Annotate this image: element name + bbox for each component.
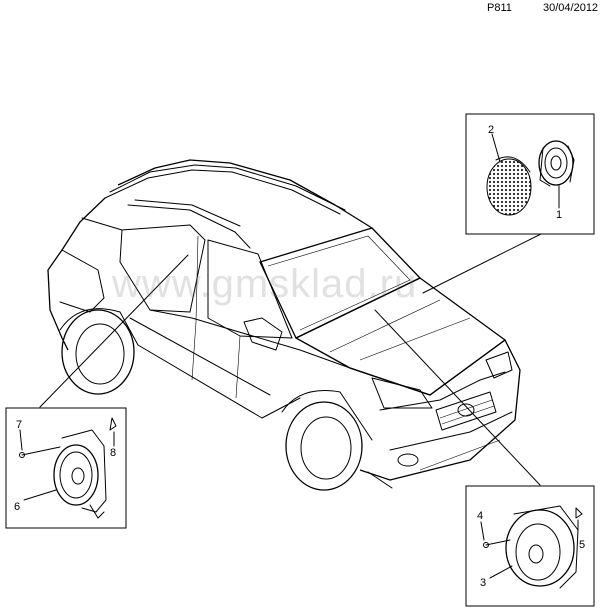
tweeter-part (538, 140, 575, 187)
door-speaker-part (53, 429, 107, 519)
callout-7: 7 (16, 419, 22, 431)
callout-6: 6 (14, 501, 20, 513)
callout-2: 2 (488, 124, 494, 136)
nut-part (109, 417, 117, 431)
rear-speaker-detail-box (5, 407, 127, 529)
leader-windshield-tweeter (422, 231, 546, 294)
leader-door-speaker-front (374, 309, 541, 486)
callout-labels: 2 1 7 8 6 4 5 3 (14, 124, 585, 589)
tweeter-grille-part (486, 158, 532, 216)
callout-5: 5 (579, 539, 585, 551)
nut-part (575, 507, 583, 519)
leader-lines (39, 231, 546, 486)
vehicle-outline (47, 159, 521, 491)
watermark: www.gmsklad.ru (112, 262, 418, 306)
drawing-code: P811 (487, 2, 512, 14)
callout-3: 3 (480, 577, 486, 589)
leader-door-speaker-rear (39, 254, 189, 408)
front-speaker-detail-box (465, 485, 595, 607)
callout-8: 8 (110, 447, 116, 459)
callout-4: 4 (477, 510, 483, 522)
tweeter-detail-box (465, 113, 595, 235)
screw-part (21, 446, 61, 456)
screw-part (485, 539, 511, 546)
callout-1: 1 (556, 209, 562, 221)
door-speaker-part (505, 505, 579, 589)
drawing-date: 30/04/2012 (543, 2, 599, 14)
